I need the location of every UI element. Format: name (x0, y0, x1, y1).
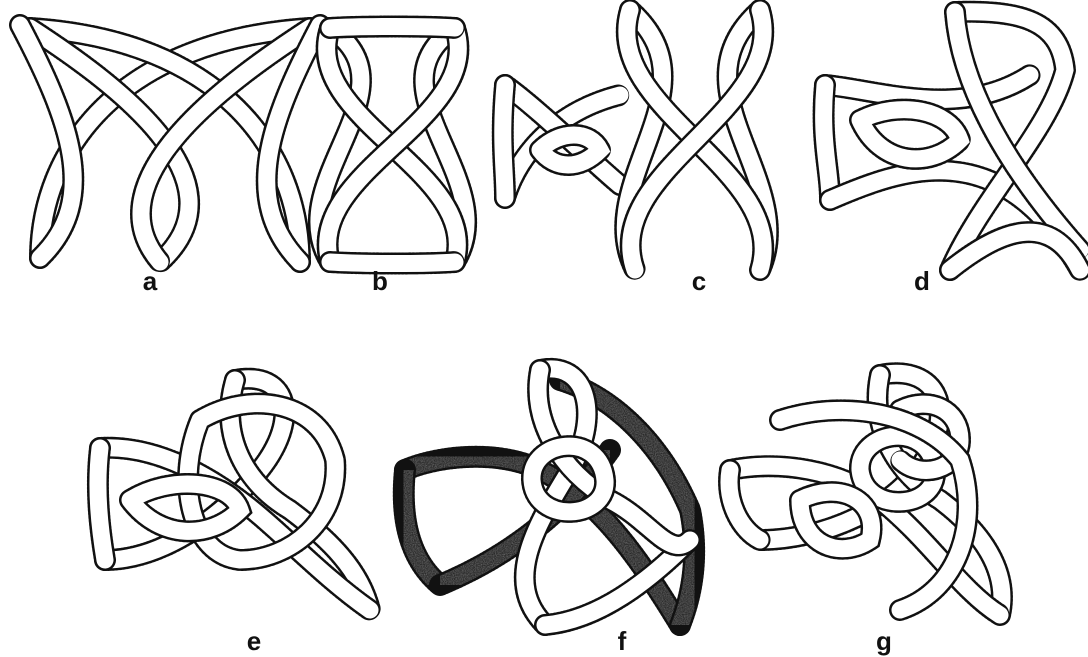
knot-panel-g (729, 373, 1002, 615)
band-fill (404, 470, 440, 585)
panel-label-c: c (692, 268, 706, 294)
panel-label-f: f (618, 628, 627, 654)
panel-label-g: g (876, 628, 892, 654)
panel-label-d: d (914, 268, 930, 294)
band-strand (330, 262, 455, 264)
band-fill (824, 85, 830, 200)
band-strand (503, 85, 505, 198)
band-fill (503, 85, 505, 198)
knot-band-d (824, 12, 1080, 270)
knot-band-b (319, 27, 466, 264)
band-fill (330, 27, 455, 29)
knot-band-c-small (503, 85, 620, 198)
panel-label-a: a (143, 268, 157, 294)
band-strand (825, 75, 1030, 99)
band-fill (98, 448, 105, 560)
band-strand (860, 110, 960, 159)
knot-panel-d (824, 12, 1080, 270)
knot-band-g (729, 373, 1002, 615)
knot-band-c-large (625, 10, 768, 270)
band-fill (330, 262, 455, 264)
panel-label-b: b (372, 268, 388, 294)
knot-panel-f (404, 369, 694, 625)
band-strand (98, 448, 105, 560)
band-strand (330, 27, 455, 29)
band-strand (404, 470, 440, 585)
knot-band-a (20, 25, 320, 262)
knot-panel-c (503, 10, 768, 270)
band-strand (824, 85, 830, 200)
knot-panel-a (20, 25, 320, 262)
knot-panel-b (319, 27, 466, 264)
panel-label-e: e (247, 628, 261, 654)
knot-panel-e (98, 379, 370, 610)
band-strand (729, 470, 760, 540)
knot-band-e (98, 379, 370, 610)
